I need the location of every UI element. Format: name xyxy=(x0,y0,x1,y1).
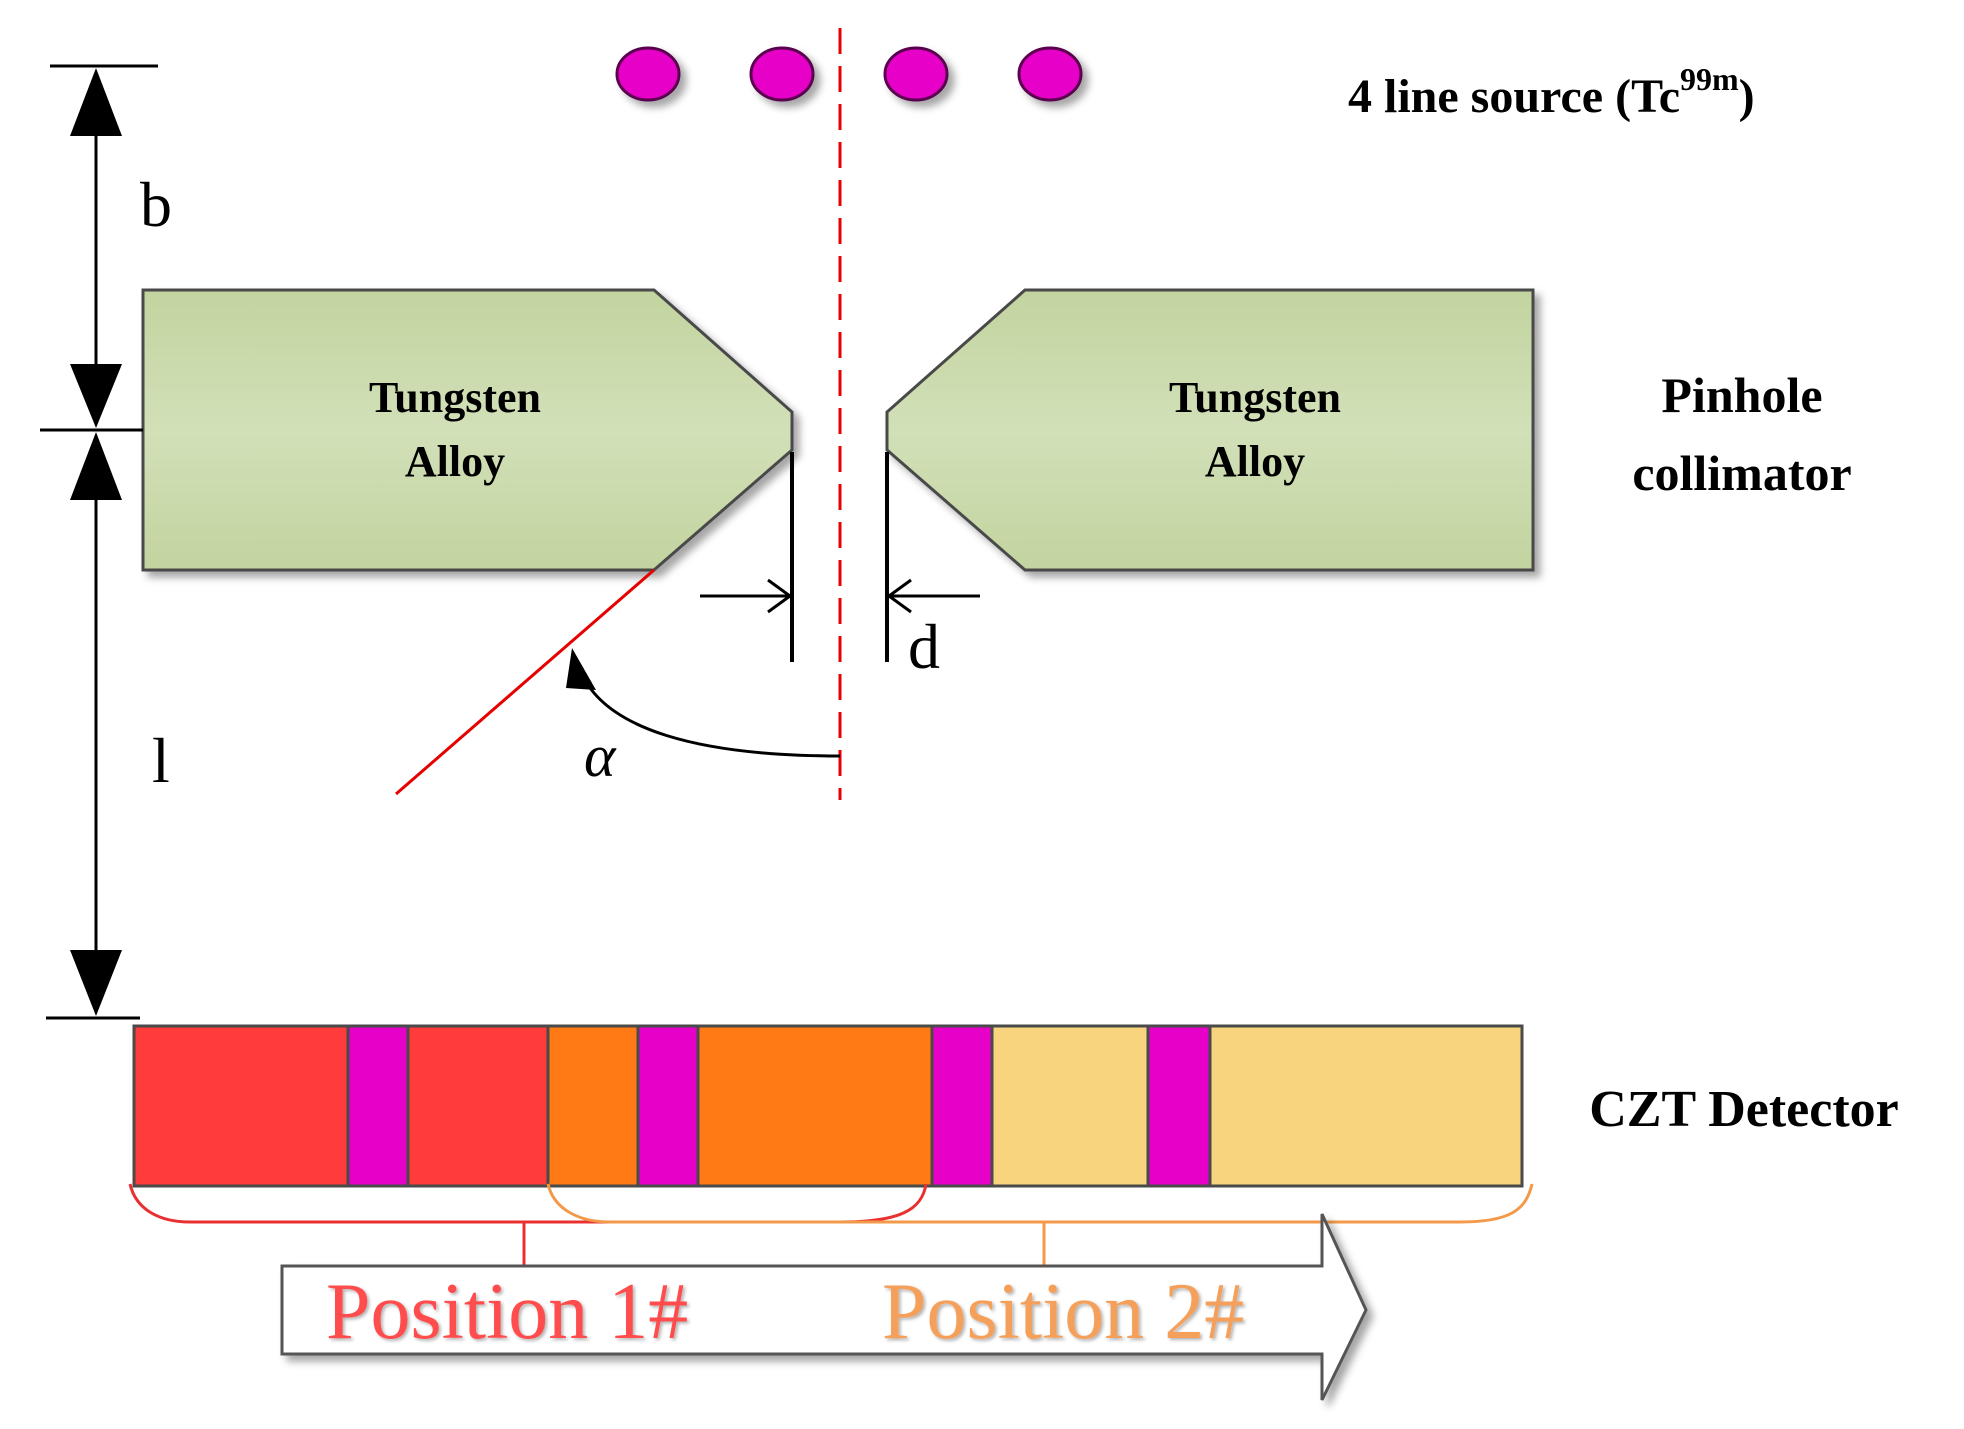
detector-gap xyxy=(636,1024,700,1188)
tungsten-block-left xyxy=(141,288,794,572)
line-sources xyxy=(615,46,1083,102)
bracket-position2 xyxy=(546,1183,1534,1224)
position1-label: Position 1# xyxy=(326,1268,688,1356)
detector-segment-position2 xyxy=(546,1024,934,1188)
d-label: d xyxy=(908,611,940,682)
tungsten-left-line1: Tungsten xyxy=(369,373,541,422)
source-label: 4 line source (Tc99m) xyxy=(1348,61,1755,123)
collimator-label-line1: Pinhole xyxy=(1661,367,1822,423)
angle-arrowhead xyxy=(566,648,596,690)
l-label: l xyxy=(152,725,170,796)
source-label-close: ) xyxy=(1739,70,1755,123)
detector-label: CZT Detector xyxy=(1589,1081,1899,1138)
tungsten-right-line2: Alloy xyxy=(1205,437,1305,486)
source-dot xyxy=(883,46,949,102)
angle-arc xyxy=(578,669,841,758)
tungsten-left-line2: Alloy xyxy=(405,437,505,486)
detector-outline xyxy=(132,1024,1524,1188)
detector-gap xyxy=(930,1024,994,1188)
b-label: b xyxy=(140,169,172,240)
scan-direction-arrow xyxy=(280,1213,1368,1401)
d-dimension xyxy=(700,452,980,662)
tungsten-block-right xyxy=(885,288,1535,572)
czt-detector xyxy=(132,1024,1524,1188)
source-dot xyxy=(615,46,681,102)
detector-gap xyxy=(346,1024,410,1188)
alpha-label: α xyxy=(584,723,617,789)
acceptance-ray xyxy=(395,568,655,796)
source-dot xyxy=(749,46,815,102)
collimator-label-line2: collimator xyxy=(1632,445,1851,501)
dimension-lines xyxy=(40,64,158,1020)
bracket-position1 xyxy=(128,1183,928,1224)
source-label-main: 4 line source (Tc xyxy=(1348,70,1680,123)
source-label-sup: 99m xyxy=(1680,61,1739,97)
detector-segment-position1 xyxy=(132,1024,550,1188)
position2-label: Position 2# xyxy=(882,1268,1244,1356)
detector-segment-position3 xyxy=(930,1024,1524,1188)
tungsten-right-line1: Tungsten xyxy=(1169,373,1341,422)
detector-gap xyxy=(1146,1024,1212,1188)
source-dot xyxy=(1017,46,1083,102)
